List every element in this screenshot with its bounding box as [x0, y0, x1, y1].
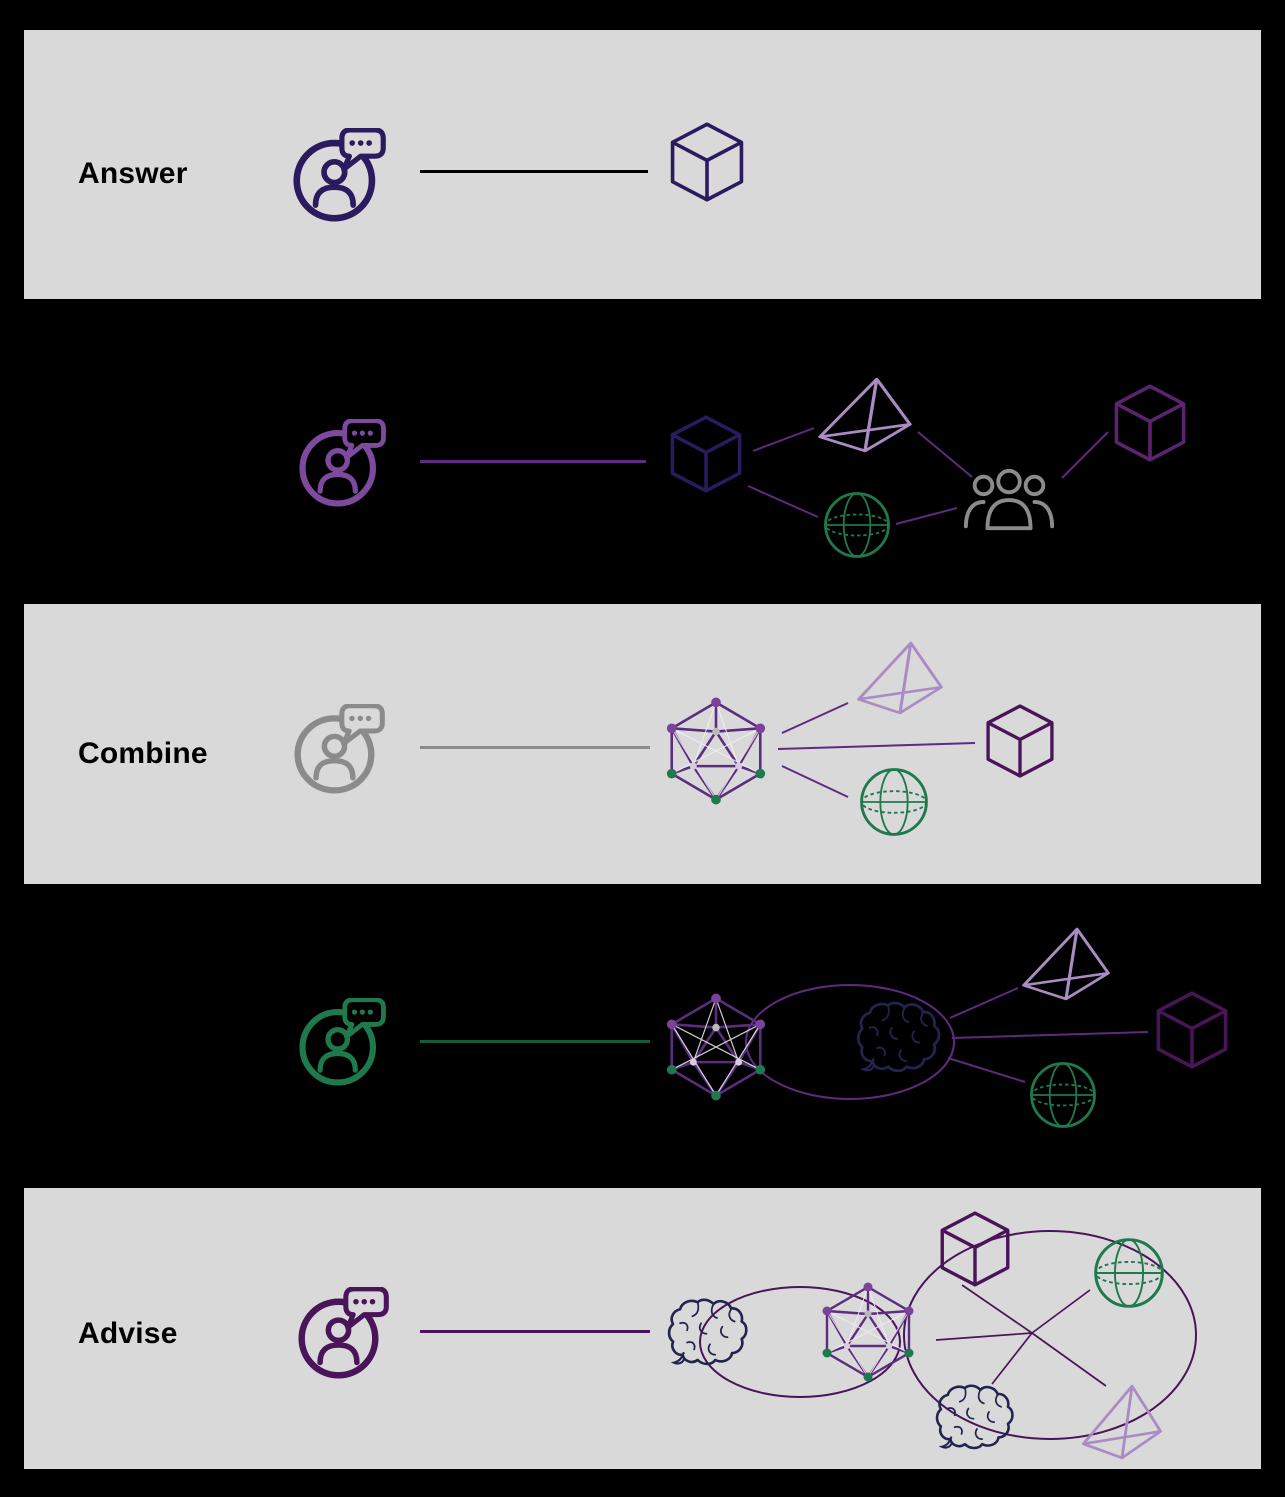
cube-icon	[936, 1210, 1014, 1288]
loop-ellipse-icon	[699, 1286, 901, 1398]
band-answer: Answer	[24, 30, 1261, 299]
cube-icon	[982, 703, 1058, 779]
loop-ellipse-icon	[745, 984, 955, 1100]
pyramid-icon	[855, 640, 945, 716]
globe-icon	[1092, 1236, 1166, 1310]
pyramid-icon	[1080, 1383, 1164, 1461]
row-label-combine: Combine	[78, 737, 208, 770]
cube-icon	[666, 414, 746, 494]
people-group-icon	[960, 466, 1058, 536]
user-chat-icon	[293, 128, 387, 222]
globe-icon	[858, 766, 930, 838]
network-star-hub-icon	[935, 1284, 1107, 1387]
icosahedron-icon	[818, 1282, 918, 1382]
connector-overlay	[747, 427, 1109, 525]
cube-icon	[1110, 383, 1190, 463]
globe-icon	[822, 490, 892, 560]
row-label-advise: Advise	[78, 1317, 178, 1350]
connector-overlay	[699, 1230, 1197, 1440]
band-advise: Advise	[24, 1188, 1261, 1469]
connector-line	[420, 1330, 650, 1333]
icosahedron-icon	[662, 993, 770, 1101]
loop-ellipse-icon	[903, 1230, 1197, 1440]
brain-icon	[855, 1000, 947, 1074]
pyramid-icon	[816, 376, 914, 454]
band-combine: Combine	[24, 604, 1261, 884]
connector-line	[420, 170, 648, 173]
user-chat-icon	[299, 998, 387, 1086]
user-chat-icon	[298, 1287, 390, 1379]
band-row4	[24, 884, 1261, 1188]
connector-line	[420, 746, 650, 749]
brain-icon	[934, 1383, 1020, 1451]
globe-icon	[1028, 1060, 1098, 1130]
row-label-answer: Answer	[78, 157, 188, 190]
connector-overlay	[777, 702, 976, 798]
connector-overlay	[745, 984, 1149, 1100]
pyramid-icon	[1020, 926, 1112, 1002]
band-row2	[24, 299, 1261, 604]
cube-icon	[1152, 990, 1232, 1070]
user-chat-icon	[299, 419, 387, 507]
connector-line	[420, 1040, 650, 1043]
brain-icon	[666, 1297, 754, 1367]
user-chat-icon	[294, 704, 386, 794]
icosahedron-icon	[662, 697, 770, 805]
cube-icon	[666, 121, 748, 203]
connector-line	[420, 460, 646, 463]
